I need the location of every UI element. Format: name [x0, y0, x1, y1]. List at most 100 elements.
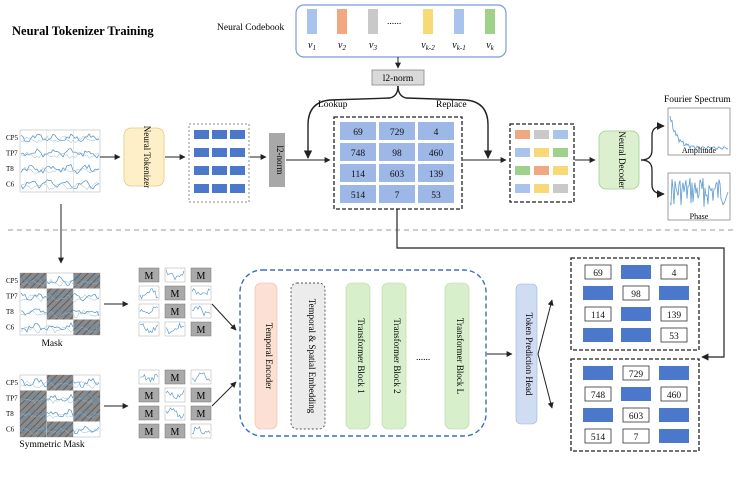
channel-label-t8: T8 [6, 410, 14, 418]
codebook-vector-label-6: vk [486, 40, 494, 52]
predicted-token-value: 514 [591, 433, 606, 443]
neural-decoder-box [598, 130, 640, 190]
quantized-embedding [515, 166, 530, 175]
eeg-patch-trace [191, 372, 211, 383]
predicted-token [622, 285, 650, 301]
channel-label-t8: T8 [6, 308, 14, 316]
predicted-token-value: 98 [631, 290, 641, 300]
eeg-patch-trace [165, 269, 185, 281]
token-index-value: 748 [351, 149, 366, 159]
predicted-token [660, 306, 688, 322]
eeg-trace [20, 411, 100, 419]
codebook-vector-4 [423, 9, 433, 34]
token-index-cell [340, 122, 376, 140]
visible-token [659, 286, 689, 300]
visible-token [583, 408, 613, 422]
token-embeddings [194, 130, 245, 193]
token-index-value: 69 [353, 128, 363, 138]
mask-token [138, 423, 160, 439]
neural-tokenizer-box [123, 127, 165, 187]
eeg-trace [20, 325, 100, 334]
eeg-trace [20, 182, 100, 191]
eeg-trace [20, 294, 100, 303]
token-index-cell [418, 185, 454, 203]
predicted-token-value: 603 [629, 412, 644, 422]
token-embedding [230, 184, 245, 193]
mask-token [190, 267, 212, 283]
mask-token [190, 405, 212, 421]
visible-token [621, 387, 651, 401]
mask-token [190, 321, 212, 337]
phase-curve [669, 177, 729, 207]
quantized-embedding [534, 148, 549, 157]
eeg-patch-trace [165, 322, 185, 335]
temporal-encoder-label: Temporal Encoder [264, 323, 274, 390]
fourier-title: Fourier Spectrum [664, 95, 731, 105]
blocks-ellipsis: ...... [416, 353, 430, 363]
visible-token [659, 429, 689, 443]
mask-token-label: M [171, 427, 180, 438]
channel-label-c6: C6 [6, 181, 15, 189]
mask-token-label: M [197, 271, 206, 282]
eeg-trace [20, 133, 100, 143]
token-index-value: 98 [392, 149, 402, 159]
token-embedding [230, 166, 245, 175]
target-token-arrow [396, 209, 725, 361]
codebook-vector-5 [454, 9, 464, 34]
visible-token [583, 328, 613, 342]
lookup-arrow [303, 85, 399, 159]
predicted-token-value: 139 [667, 311, 682, 321]
mask-token [138, 267, 160, 283]
visible-token [621, 265, 651, 279]
token-index-value: 729 [390, 128, 405, 138]
eeg-trace [20, 427, 100, 436]
eeg-patch [138, 321, 160, 337]
token-embedding [212, 148, 227, 157]
codebook-label: Neural Codebook [217, 23, 285, 33]
token-index-cell [418, 122, 454, 140]
eeg-trace [20, 166, 100, 175]
token-embedding [194, 148, 209, 157]
channel-label-cp5: CP5 [6, 134, 19, 142]
codebook-vector-3 [368, 9, 378, 34]
token-index-cell [340, 185, 376, 203]
token-index-cell [379, 143, 415, 161]
transformer-block-1-label: Transformer Block 1 [356, 318, 366, 393]
token-index-cell [379, 185, 415, 203]
mask-token-label: M [197, 391, 206, 402]
eeg-patch [164, 387, 186, 403]
mask-token [138, 405, 160, 421]
channel-label-tp7: TP7 [6, 293, 18, 301]
predicted-token-value: 4 [672, 269, 677, 279]
channel-label-t8: T8 [6, 165, 14, 173]
mask-token-label: M [145, 427, 154, 438]
eeg-patch-trace [191, 305, 211, 317]
mask-token-label: M [145, 409, 154, 420]
neural-tokenizer-label: Neural Tokenizer [142, 126, 152, 188]
codebook-vector-6 [485, 9, 495, 34]
eeg-trace [20, 393, 100, 404]
masked-segment [46, 304, 74, 320]
eeg-trace [20, 310, 100, 318]
token-index-cell [340, 164, 376, 182]
eeg-patch-trace [191, 426, 211, 435]
mask-token-label: M [171, 289, 180, 300]
predicted-token [622, 365, 650, 381]
token-index-value: 603 [390, 170, 405, 180]
predicted-token [622, 407, 650, 423]
mask-token [164, 285, 186, 301]
predicted-token-value: 729 [629, 370, 644, 380]
eeg-trace [20, 424, 100, 435]
predicted-token-value: 69 [593, 269, 603, 279]
phase-label: Phase [690, 212, 709, 221]
channel-label-tp7: TP7 [6, 150, 18, 158]
eeg-trace [20, 322, 100, 333]
eeg-trace [20, 179, 100, 190]
token-index-value: 139 [429, 170, 444, 180]
amplitude-label: Amplitude [682, 146, 717, 155]
neural-decoder-label: Neural Decoder [617, 131, 627, 188]
